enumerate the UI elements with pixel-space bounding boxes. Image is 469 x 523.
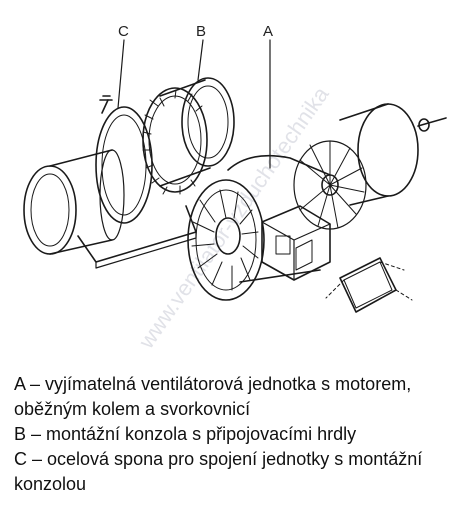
legend: A – vyjímatelná ventilátorová jednotka s… [14,372,462,497]
legend-item-b: B – montážní konzola s připojovacími hrd… [14,424,357,444]
steel-clamp-c [95,95,153,224]
callout-c-label: C [118,23,129,40]
exploded-fan-diagram: www.ventilator-vzduchotechnika [23,23,447,354]
callout-b-leader [197,39,204,81]
callout-b-label: B [196,23,206,40]
legend-item-a: A – vyjímatelná ventilátorová jednotka s… [14,374,412,419]
terminal-box-cover [325,257,413,313]
callout-c-leader [117,39,125,109]
legend-item-c: C – ocelová spona pro spojení jednotky s… [14,449,423,494]
fan-unit-a [187,103,447,301]
callout-a-label: A [263,23,273,40]
